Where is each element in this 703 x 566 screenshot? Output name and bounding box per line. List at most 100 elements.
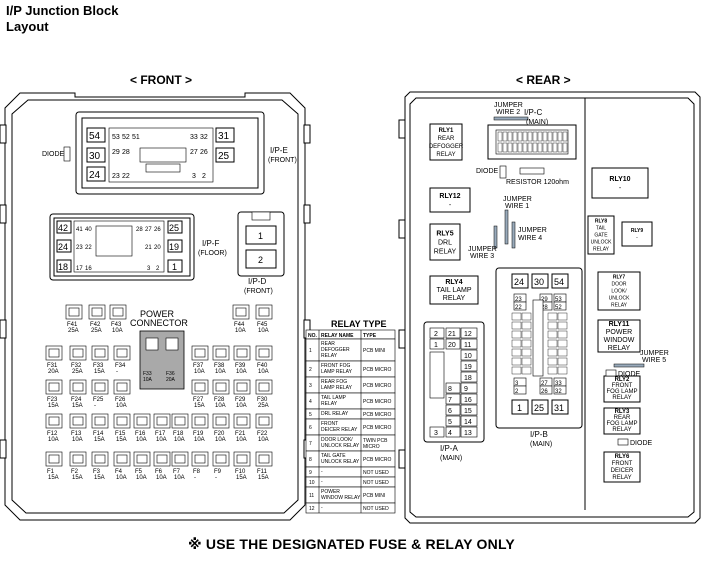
relay-row-name: DRL RELAY (321, 411, 349, 417)
relay-rly12-line-1: - (449, 202, 452, 209)
relay-rly11-line-3: RELAY (608, 345, 631, 352)
fuse-f14-label: F14 (93, 431, 104, 437)
relay-rly10-line-0: RLY10 (609, 176, 630, 183)
ipf-small-23: 23 (76, 245, 83, 251)
ipf-label-24: 24 (58, 242, 68, 252)
ipb-pin-29: 29 (541, 297, 548, 303)
relay-row-type: PCB MICRO (363, 383, 391, 389)
relay-rly12[interactable]: RLY12- (429, 187, 471, 213)
fuse-f15-label: F15 (115, 431, 126, 437)
front-housing (0, 92, 311, 521)
relay-rly2-line-1: FRONT (612, 383, 633, 389)
relay-table-header-0: NO. (308, 333, 318, 339)
fuse-f17-value: 10A (156, 437, 167, 443)
ipe-small-2: 2 (202, 173, 206, 180)
fuse-f7-value: 10A (174, 475, 185, 481)
fuse-f11-value: 15A (258, 475, 269, 481)
ipa-pin-16: 16 (464, 397, 472, 404)
fuse-f6-label: F6 (155, 469, 163, 475)
fuse-f43-label: F43 (111, 322, 122, 328)
relay-table-header-2: TYPE (363, 333, 377, 339)
resistor-icon (519, 167, 545, 175)
fuse-f15-value: 15A (116, 437, 127, 443)
relay-rly9[interactable]: RLY9- (621, 221, 653, 247)
ipe-pin-54 (86, 127, 106, 143)
fuse-f25[interactable]: F25- (91, 379, 109, 409)
relay-row-name: DEICER RELAY (321, 427, 358, 433)
power-f36: F36 (166, 371, 175, 377)
ipa-pin-19: 19 (464, 364, 472, 371)
relay-rly7-line-4: RELAY (611, 303, 628, 309)
fuse-f34[interactable]: F34- (113, 345, 131, 375)
relay-row-no: 5 (309, 412, 312, 418)
fuse-f20-value: 10A (215, 437, 226, 443)
relay-rly10[interactable]: RLY10- (591, 167, 649, 199)
fuse-f29-value: 10A (236, 403, 247, 409)
fuse-f3-value: 15A (94, 475, 105, 481)
relay-row-type: PCB MICRO (363, 425, 391, 431)
fuse-f38-value: 10A (215, 369, 226, 375)
relay-row-name: POWER (321, 489, 340, 495)
relay-rly4-line-2: RELAY (443, 295, 466, 302)
fuse-f1-label: F1 (47, 469, 55, 475)
fuse-f8-label: F8 (193, 469, 201, 475)
relay-row-type: PCB MICRO (363, 457, 391, 463)
relay-row-no: 12 (309, 506, 315, 512)
ipf-small-40: 40 (85, 227, 92, 233)
fuse-f8[interactable]: F8- (191, 451, 209, 481)
fuse-f30-value: 25A (258, 403, 269, 409)
fuse-f9[interactable]: F9- (212, 451, 230, 481)
fuse-f27-value: 15A (194, 403, 205, 409)
